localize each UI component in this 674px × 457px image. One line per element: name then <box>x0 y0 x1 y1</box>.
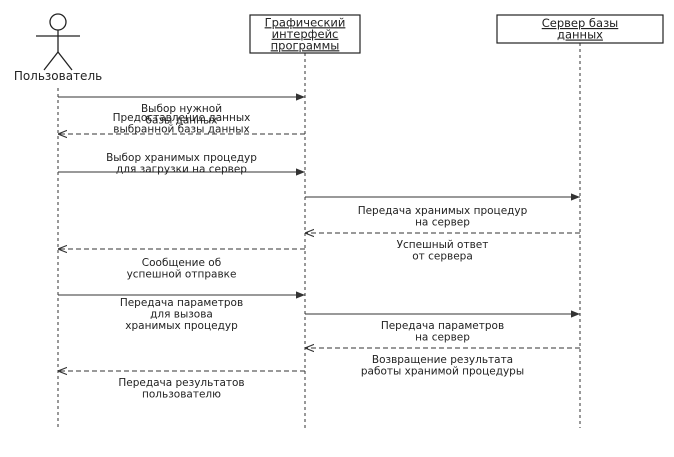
message-label-line: от сервера <box>412 251 473 263</box>
message-label-line: Выбор нужной <box>141 103 222 115</box>
participant-heads: Пользователь Графическийинтерфейспрограмм… <box>14 13 664 83</box>
actor-name: Пользователь <box>14 69 102 83</box>
actor-leg-left <box>43 51 59 71</box>
object-box <box>496 14 664 44</box>
message-label-line: Передача параметров <box>381 320 504 332</box>
message-label-line: Возвращение результата <box>372 354 513 366</box>
object-title-line: интерфейс <box>272 27 339 41</box>
actor-head <box>49 13 67 31</box>
message-label-line: хранимых процедур <box>125 320 238 332</box>
message-label-line: выбранной базы данных <box>113 124 249 136</box>
message-label-line: для загрузки на сервер <box>116 164 247 176</box>
object-title-line: Сервер базы <box>542 16 619 30</box>
message-label-line: Сообщение об <box>142 257 221 269</box>
message-label-line: Передача параметров <box>120 297 243 309</box>
message-label-line: на сервер <box>415 217 470 229</box>
message-label-line: Предоставление данных <box>113 112 251 124</box>
message-label-line: для вызова <box>150 309 213 321</box>
message-label-line: работы хранимой процедуры <box>361 366 524 378</box>
message-label-line: Передача хранимых процедур <box>358 205 528 217</box>
message-label-line: на сервер <box>415 332 470 344</box>
message-label-line: успешной отправке <box>127 269 237 281</box>
actor-user: Пользователь <box>14 13 102 83</box>
object-title-line: Графический <box>265 15 346 29</box>
actor-leg-right <box>57 51 73 71</box>
message-label-line: базы данных <box>145 115 217 127</box>
object-box <box>249 14 361 54</box>
message-label-line: Передача результатов <box>118 377 244 389</box>
message-label-line: Успешный ответ <box>397 239 489 251</box>
message-label-line: пользователю <box>142 389 221 401</box>
object-title-line: данных <box>557 28 603 42</box>
object-title-line: программы <box>271 38 340 52</box>
message-label-line: Выбор хранимых процедур <box>106 152 257 164</box>
